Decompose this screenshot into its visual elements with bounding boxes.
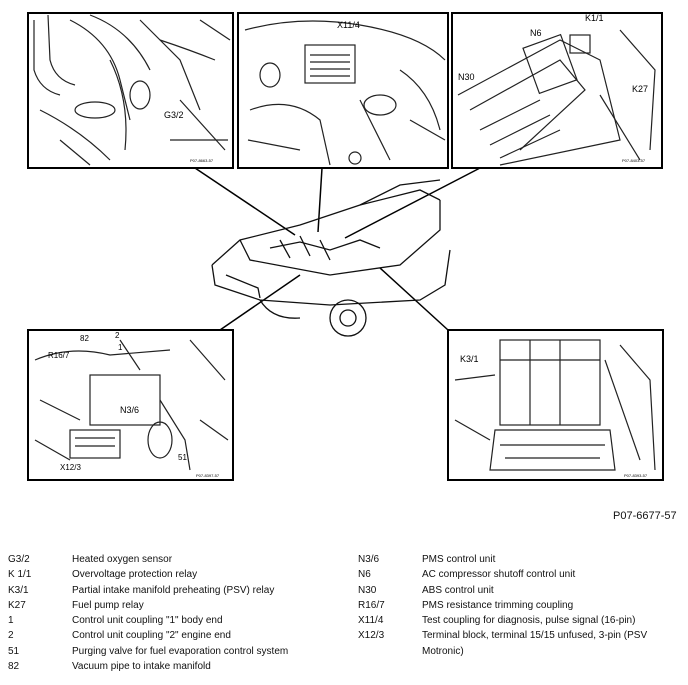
legend-description: ABS control unit — [422, 584, 494, 596]
label-n3-6: N3/6 — [120, 405, 139, 415]
legend-code: K 1/1 — [8, 569, 32, 581]
label-r16-7: R16/7 — [48, 351, 70, 360]
legend-code: X11/4 — [358, 615, 384, 627]
legend-description: Fuel pump relay — [72, 599, 144, 611]
panel-oxygen-sensor: G3/2 P07-8663-57 — [27, 12, 234, 169]
panel-ref: P07-8403-57 — [622, 158, 646, 163]
panel-ref: P07-8393-57 — [624, 473, 648, 478]
legend-row: X12/3 Terminal block, terminal 15/15 unfu… — [358, 628, 678, 659]
legend-description: Control unit coupling "1" body end — [72, 615, 223, 627]
legend-description: Heated oxygen sensor — [72, 554, 173, 565]
label-2: 2 — [115, 331, 120, 340]
label-k1-1: K1/1 — [585, 13, 604, 23]
figure-id: P07-6677-57 — [613, 510, 677, 522]
legend-row: 51 Purging valve for fuel evaporation con… — [8, 644, 348, 659]
legend-row: N3/6 PMS control unit — [358, 552, 678, 567]
legend-description: Purging valve for fuel evaporation contr… — [72, 645, 289, 657]
legend-code: X12/3 — [358, 630, 385, 642]
label-g3-2: G3/2 — [164, 110, 184, 120]
legend-row: K27 Fuel pump relay — [8, 598, 348, 613]
panel-pms: 82 2 R16/7 1 N3/6 X12/3 51 P07-8397-57 — [27, 329, 234, 481]
legend-row: N6 AC compressor shutoff control unit — [358, 567, 678, 582]
label-n30: N30 — [458, 72, 475, 82]
legend-description: PMS resistance trimming coupling — [422, 599, 574, 611]
legend-description: Overvoltage protection relay — [72, 569, 198, 581]
legend-code: K3/1 — [8, 584, 29, 596]
legend-description: AC compressor shutoff control unit — [422, 569, 576, 581]
legend-description: PMS control unit — [422, 554, 496, 565]
panel-control-units: N6 K1/1 N30 K27 P07-8403-57 — [451, 12, 663, 169]
panel-ref: P07-8663-57 — [190, 158, 214, 163]
label-x12-3: X12/3 — [60, 463, 81, 472]
legend-code: K27 — [8, 599, 26, 611]
component-location-diagram: G3/2 P07-8663-57 X11/4 N6 K1/1 N30 — [27, 12, 664, 481]
legend-code: 2 — [8, 630, 14, 642]
legend-code: R16/7 — [358, 599, 385, 611]
label-82: 82 — [80, 334, 89, 343]
legend-row: N30 ABS control unit — [358, 583, 678, 598]
label-n6: N6 — [530, 28, 542, 38]
legend-row: K 1/1 Overvoltage protection relay — [8, 567, 348, 582]
legend-row: 2 Control unit coupling "2" engine end — [8, 628, 348, 643]
panel-relay: K3/1 P07-8393-57 — [447, 329, 664, 481]
legend-code: 1 — [8, 615, 14, 627]
legend-row: R16/7 PMS resistance trimming coupling — [358, 598, 678, 613]
legend-description: Terminal block, terminal 15/15 unfused, … — [422, 630, 648, 657]
legend-left: G3/2 Heated oxygen sensor K 1/1 Overvoltage… — [8, 552, 348, 674]
label-k3-1: K3/1 — [460, 354, 479, 364]
legend-row: 82 Vacuum pipe to intake manifold — [8, 659, 348, 674]
label-k27: K27 — [632, 84, 648, 94]
legend-code: G3/2 — [8, 554, 30, 565]
legend-code: N30 — [358, 584, 377, 596]
vehicle-drawing — [211, 179, 451, 337]
legend-row: G3/2 Heated oxygen sensor — [8, 552, 348, 567]
legend-description: Partial intake manifold preheating (PSV)… — [72, 584, 275, 596]
legend-description: Control unit coupling "2" engine end — [72, 630, 231, 642]
legend-row: 1 Control unit coupling "1" body end — [8, 613, 348, 628]
label-x11-4: X11/4 — [337, 20, 360, 30]
label-1: 1 — [118, 343, 123, 352]
leader-lines — [194, 167, 481, 331]
panel-test-coupling: X11/4 — [237, 12, 449, 169]
legend-code: N3/6 — [358, 554, 380, 565]
legend-description: Test coupling for diagnosis, pulse signa… — [422, 615, 636, 627]
legend-code: 82 — [8, 661, 20, 673]
panel-ref: P07-8397-57 — [196, 473, 220, 478]
legend-code: N6 — [358, 569, 371, 581]
legend-row: K3/1 Partial intake manifold preheating (… — [8, 583, 348, 598]
legend-code: 51 — [8, 645, 20, 657]
label-51: 51 — [178, 453, 187, 462]
legend-description: Vacuum pipe to intake manifold — [72, 661, 211, 673]
legend-row: X11/4 Test coupling for diagnosis, pulse … — [358, 613, 678, 628]
